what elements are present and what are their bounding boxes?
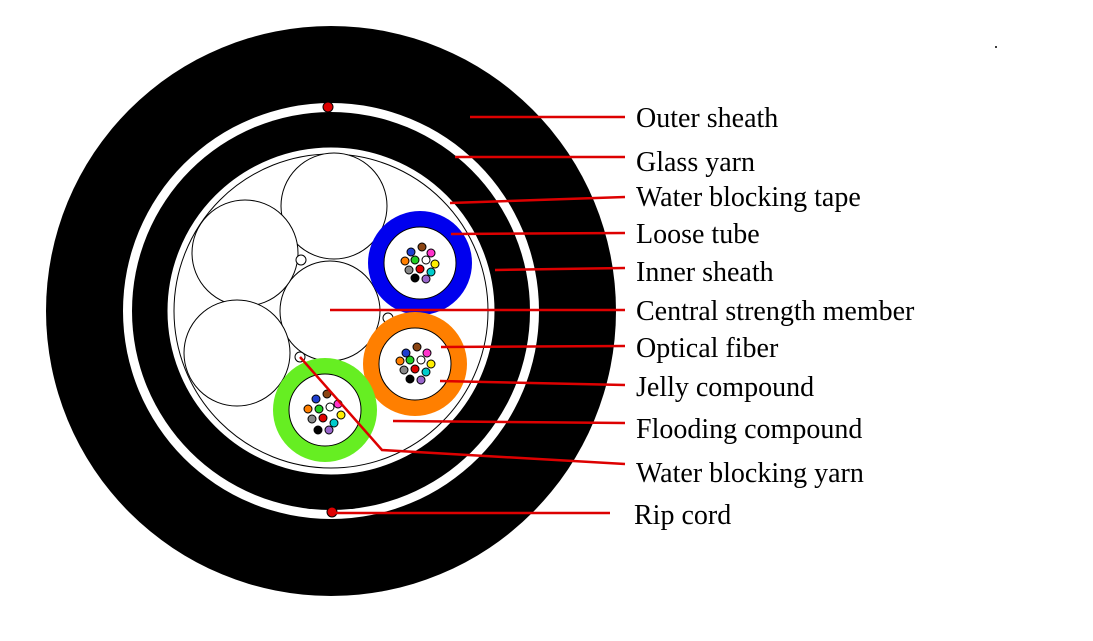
loose-tube-orange [363, 312, 467, 416]
loose-tube-blue [368, 211, 472, 315]
leader-optical-fiber [440, 344, 626, 349]
label-glass-yarn: Glass yarn [636, 147, 755, 178]
filler-rod [183, 299, 291, 407]
leader-inner-sheath [494, 266, 626, 272]
label-flooding-compound: Flooding compound [636, 414, 862, 445]
optical-fiber-bundle [303, 389, 346, 435]
filler-rod [280, 152, 388, 260]
label-inner-sheath: Inner sheath [636, 257, 774, 288]
optical-fiber-bundle [400, 242, 440, 284]
leader-water-blocking-tape [449, 195, 626, 205]
rip-cord-top [322, 101, 334, 113]
optical-fiber-bundle [395, 342, 436, 385]
label-central-strength-member: Central strength member [636, 296, 915, 327]
stray-dot [995, 46, 997, 48]
leader-flooding-compound [392, 419, 626, 425]
label-water-blocking-tape: Water blocking tape [636, 182, 861, 213]
label-loose-tube: Loose tube [636, 219, 760, 250]
label-jelly-compound: Jelly compound [636, 372, 814, 403]
leader-loose-tube [450, 231, 626, 236]
loose-tube-green [273, 358, 377, 462]
leader-jelly-compound [439, 379, 626, 387]
leader-water-blocking-yarn [299, 356, 626, 466]
label-rip-cord: Rip cord [634, 500, 731, 531]
label-outer-sheath: Outer sheath [636, 103, 778, 134]
filler-rod [191, 199, 299, 307]
label-optical-fiber: Optical fiber [636, 333, 779, 364]
label-water-blocking-yarn: Water blocking yarn [636, 458, 864, 489]
water-blocking-yarn [295, 254, 307, 266]
